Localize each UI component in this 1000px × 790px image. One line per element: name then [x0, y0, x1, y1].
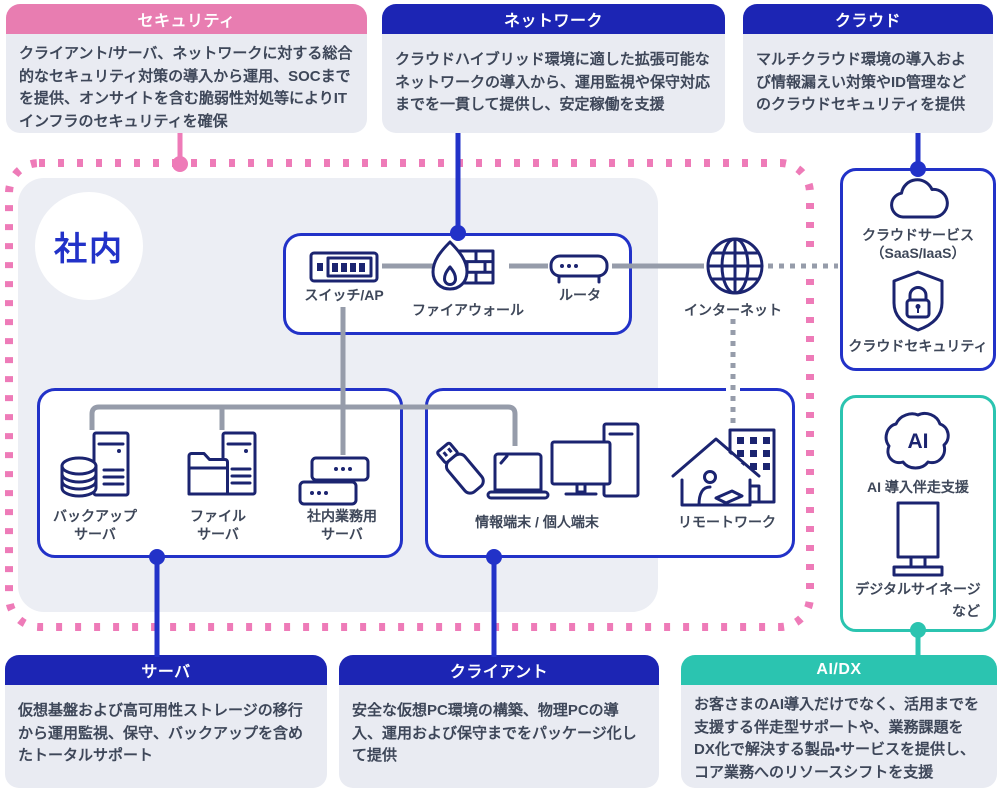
ai-brain-icon: AI: [884, 411, 950, 470]
card-cloud-title: クラウド: [743, 4, 993, 34]
label-internet: インターネット: [684, 302, 782, 318]
ai-icon-text: AI: [908, 430, 929, 453]
backup-server-icon: [60, 431, 130, 498]
laptop-icon: [486, 452, 550, 500]
label-etc: など: [952, 603, 980, 619]
card-network-body: クラウドハイブリッド環境に適した拡張可能なネットワークの導入から、運用監視や保守…: [382, 34, 725, 133]
label-router: ルータ: [559, 287, 601, 303]
card-security: セキュリティ クライアント/サーバ、ネットワークに対する総合的なセキュリティ対策…: [6, 4, 367, 133]
firewall-icon: [431, 240, 495, 291]
card-client: クライアント 安全な仮想PC環境の構築、物理PCの導入、運用および保守までをパッ…: [339, 655, 659, 788]
remote-work-icon: [671, 428, 776, 507]
digital-signage-icon: [892, 501, 944, 577]
desktop-pc-icon: [550, 422, 640, 498]
card-server: サーバ 仮想基盤および高可用性ストレージの移行から運用監視、保守、バックアップを…: [5, 655, 327, 788]
label-cloud-security: クラウドセキュリティ: [848, 338, 988, 354]
dot-security: [172, 156, 188, 172]
label-business-server: 社内業務用 サーバ: [307, 508, 377, 543]
switch-icon: [309, 251, 379, 283]
label-cloud-service: クラウドサービス （SaaS/IaaS）: [862, 227, 974, 262]
card-aidx: AI/DX お客さまのAI導入だけでなく、活用までを支援する伴走型サポートや、業…: [681, 655, 997, 788]
label-ai-support: AI 導入伴走支援: [867, 479, 969, 495]
label-firewall: ファイアウォール: [412, 302, 524, 318]
label-terminals: 情報端末 / 個人端末: [475, 514, 599, 530]
label-backup-server: バックアップ サーバ: [53, 508, 137, 543]
card-client-title: クライアント: [339, 655, 659, 685]
internet-globe-icon: [706, 237, 764, 295]
zone-label: 社内: [35, 192, 143, 300]
label-switch: スイッチ/AP: [304, 287, 384, 303]
card-network: ネットワーク クラウドハイブリッド環境に適した拡張可能なネットワークの導入から、…: [382, 4, 725, 133]
card-cloud-body: マルチクラウド環境の導入および情報漏えい対策やID管理などのクラウドセキュリティ…: [743, 34, 993, 133]
mask-internet-cloud: [770, 256, 834, 276]
label-signage: デジタルサイネージ: [855, 581, 981, 597]
cloud-icon: [890, 178, 949, 219]
usb-drive-icon: [436, 441, 485, 495]
card-aidx-title: AI/DX: [681, 655, 997, 685]
router-icon: [549, 254, 609, 284]
card-aidx-body: お客さまのAI導入だけでなく、活用までを支援する伴走型サポートや、業務課題をDX…: [681, 685, 997, 788]
card-client-body: 安全な仮想PC環境の構築、物理PCの導入、運用および保守までをパッケージ化して提…: [339, 685, 659, 788]
label-remote-work: リモートワーク: [678, 514, 776, 530]
card-network-title: ネットワーク: [382, 4, 725, 34]
file-server-icon: [187, 431, 257, 496]
card-cloud: クラウド マルチクラウド環境の導入および情報漏えい対策やID管理などのクラウドセ…: [743, 4, 993, 133]
card-security-title: セキュリティ: [6, 4, 367, 34]
card-server-title: サーバ: [5, 655, 327, 685]
card-server-body: 仮想基盤および高可用性ストレージの移行から運用監視、保守、バックアップを含めたト…: [5, 685, 327, 788]
cloud-services-box: [840, 168, 996, 371]
card-security-body: クライアント/サーバ、ネットワークに対する総合的なセキュリティ対策の導入から運用…: [6, 34, 367, 133]
shield-lock-icon: [892, 270, 944, 332]
label-file-server: ファイル サーバ: [190, 508, 246, 543]
business-server-icon: [298, 456, 370, 506]
